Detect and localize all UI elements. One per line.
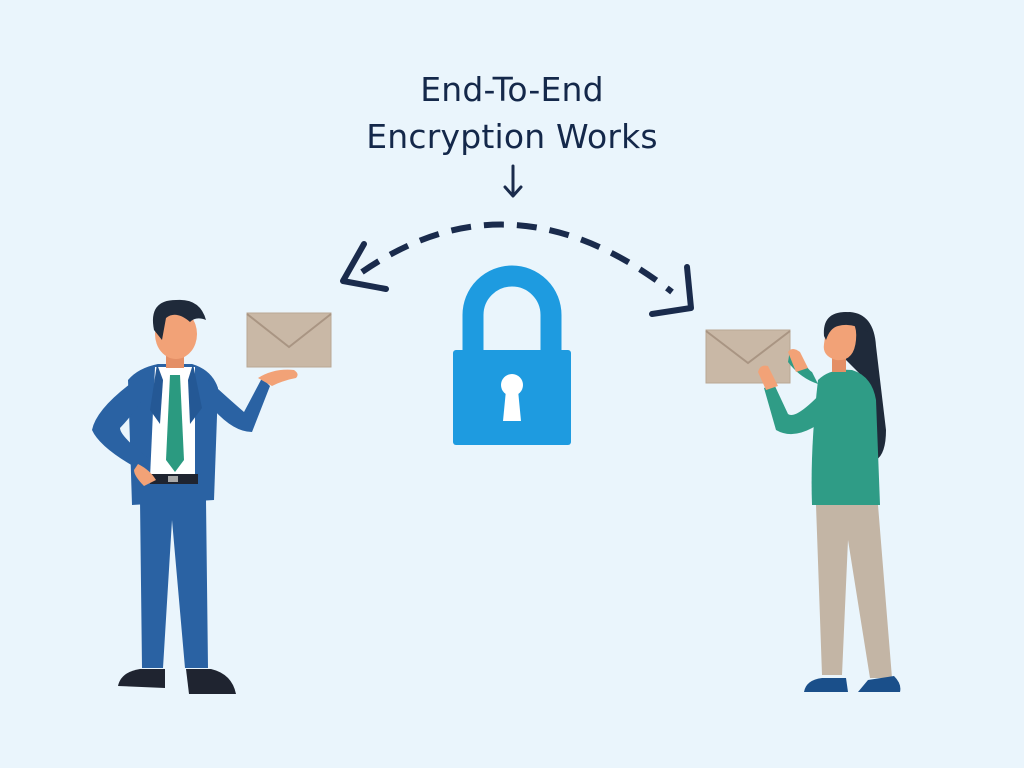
envelope-icon [705, 329, 791, 384]
padlock-icon [453, 265, 571, 445]
title-line-2: Encryption Works [366, 117, 658, 156]
dashed-arc-arrow-icon [340, 221, 694, 317]
title-line-1: End-To-End [420, 70, 604, 109]
envelope-icon [246, 312, 332, 368]
right-arrowhead-icon [649, 264, 694, 317]
left-arrowhead-icon [340, 241, 389, 292]
businessman-figure [92, 299, 298, 694]
diagram-title: End-To-End Encryption Works [0, 66, 1024, 160]
woman-figure [758, 312, 901, 692]
down-arrow-icon [503, 164, 523, 198]
